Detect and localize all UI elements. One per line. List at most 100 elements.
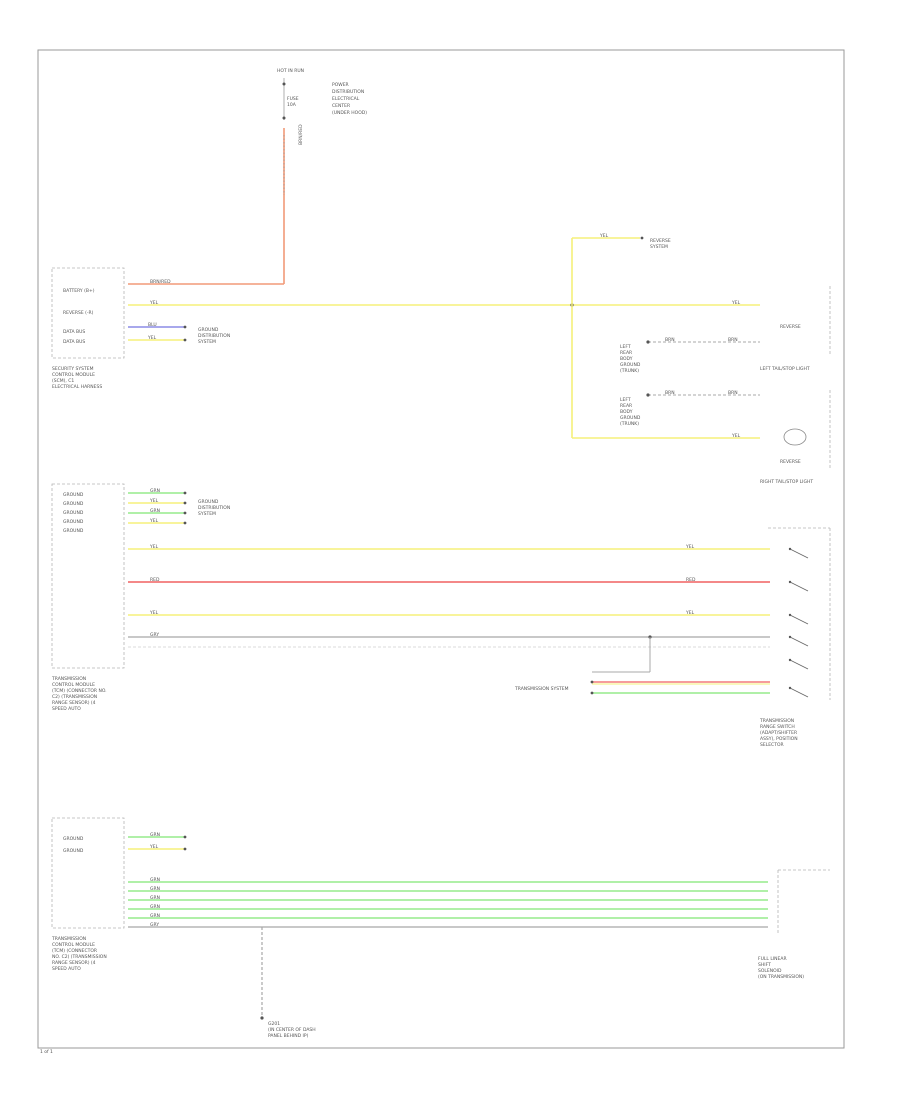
tcm2-module: GROUND GROUND TRANSMISSION CONTROL MODUL… bbox=[51, 817, 125, 972]
reverse-system-label-1: REVERSE bbox=[650, 238, 671, 244]
right-ground-4: GROUND bbox=[620, 415, 641, 421]
tcm2-caption-3: NO. C2) (TRANSMISSION bbox=[52, 954, 107, 960]
left-ground-2: REAR bbox=[620, 350, 632, 356]
reverse-system-end bbox=[640, 236, 644, 240]
tcm2-caption-4: RANGE SENSOR) (4 bbox=[52, 960, 96, 966]
left-ground-dot bbox=[646, 340, 650, 344]
left-tail-label: LEFT TAIL/STOP LIGHT bbox=[760, 366, 810, 372]
pdc-label-3: ELECTRICAL bbox=[332, 96, 360, 102]
sw-blade-2 bbox=[789, 581, 809, 592]
wire-label-reverse: YEL bbox=[149, 300, 159, 306]
tcm-stub-label-0: GRN bbox=[150, 488, 160, 494]
trs-label-1: RANGE SWITCH bbox=[760, 724, 795, 730]
trs-label-2: (ADAPT/SHIFTER bbox=[760, 730, 797, 736]
solenoid-label-1: SHIFT bbox=[758, 962, 771, 968]
ref-ground-1: GROUND bbox=[198, 327, 219, 333]
ref-ground-2: DISTRIBUTION bbox=[198, 333, 230, 339]
reverse-lamp-1: REVERSE bbox=[780, 324, 801, 330]
ground-point bbox=[260, 1016, 264, 1020]
fuse-terminal-top bbox=[282, 82, 286, 86]
bus-end-2 bbox=[183, 338, 187, 342]
trans-system-label: TRANSMISSION SYSTEM bbox=[514, 686, 569, 692]
wire-label-brn-4: BRN bbox=[728, 390, 738, 396]
fuse-line-2: 10A bbox=[287, 102, 297, 108]
tcm2-module-box bbox=[51, 817, 125, 929]
pdc-label-4: CENTER bbox=[332, 103, 350, 109]
wire-label-blu: BLU bbox=[148, 322, 157, 328]
sw-blade-6 bbox=[789, 687, 809, 698]
right-ground-2: REAR bbox=[620, 403, 632, 409]
right-ground-dot bbox=[646, 393, 650, 397]
left-ground-5: (TRUNK) bbox=[620, 368, 639, 374]
sw-blade-1 bbox=[789, 548, 809, 559]
reverse-lamp-2: REVERSE bbox=[780, 459, 801, 465]
tcm2-row-0: GROUND bbox=[63, 836, 84, 842]
tcm-stub-label-1: YEL bbox=[149, 498, 159, 504]
pdc-label-5: (UNDER HOOD) bbox=[332, 110, 367, 116]
wire-tcm-gry-label: GRY bbox=[150, 632, 159, 638]
wire-label-vertical: BRN/RED bbox=[298, 124, 304, 145]
scm-row-1: REVERSE (-R) bbox=[63, 310, 94, 316]
wire-label-battery: BRN/RED bbox=[150, 279, 171, 285]
tcm-caption-4: RANGE SENSOR) (4 bbox=[52, 700, 96, 706]
scm-row-0: BATTERY (B+) bbox=[63, 288, 95, 294]
tcm-ref-2: DISTRIBUTION bbox=[198, 505, 230, 511]
solenoid-label-3: (ON TRANSMISSION) bbox=[758, 974, 804, 980]
pdc-label-2: DISTRIBUTION bbox=[332, 89, 364, 95]
wire-label-yel-bottom: YEL bbox=[731, 433, 741, 439]
trs-label-3: ASSY), POSITION bbox=[760, 736, 798, 742]
tcm2-caption-2: (TCM) (CONNECTOR bbox=[52, 948, 97, 954]
wire-tcm-yel-1-label: YEL bbox=[149, 544, 159, 550]
sw-blade-3 bbox=[789, 614, 809, 625]
tcm2-row-1: GROUND bbox=[63, 848, 84, 854]
ref-ground-3: SYSTEM bbox=[198, 339, 216, 345]
reverse-system-label-2: SYSTEM bbox=[650, 244, 668, 250]
tcm-caption-3: C2) (TRANSMISSION bbox=[52, 694, 97, 700]
sw-blade-5 bbox=[789, 659, 809, 670]
sol-label-1: GRN bbox=[150, 886, 160, 892]
wire-label-brn-2: BRN bbox=[728, 337, 738, 343]
tcm2-stub-label-0: GRN bbox=[150, 832, 160, 838]
tcm-row-0: GROUND bbox=[63, 492, 84, 498]
footer-code: 1 of 1 bbox=[40, 1049, 53, 1055]
tcm-row-2: GROUND bbox=[63, 510, 84, 516]
tcm2-stub-label-1: YEL bbox=[149, 844, 159, 850]
wire-label-reverse-right: YEL bbox=[731, 300, 741, 306]
ground-label-2: PANEL BEHIND IP) bbox=[268, 1033, 309, 1039]
wire-tcm-yel-2-label-r: YEL bbox=[685, 610, 695, 616]
fuse-title: HOT IN RUN bbox=[277, 68, 304, 74]
tcm2-stub-dot-1 bbox=[183, 847, 187, 851]
tcm-stub-dot-2 bbox=[183, 511, 187, 515]
diagram-frame bbox=[37, 49, 845, 1049]
pdc-label-1: POWER bbox=[332, 82, 349, 88]
tcm-stub-dot-3 bbox=[183, 521, 187, 525]
sw-blade-4 bbox=[789, 636, 809, 647]
tcm-row-1: GROUND bbox=[63, 501, 84, 507]
trans-dot-2 bbox=[590, 691, 594, 695]
left-ground-3: BODY bbox=[620, 356, 633, 362]
tcm-row-3: GROUND bbox=[63, 519, 84, 525]
tcm-stub-label-2: GRN bbox=[150, 508, 160, 514]
right-ground-1: LEFT bbox=[620, 397, 631, 403]
tcm-stub-dot-1 bbox=[183, 501, 187, 505]
tcm2-caption-5: SPEED AUTO bbox=[52, 966, 81, 972]
solenoid-label-0: FULL LINEAR bbox=[758, 956, 787, 962]
scm-row-2: DATA BUS bbox=[63, 329, 85, 335]
security-module: BATTERY (B+) REVERSE (-R) DATA BUS DATA … bbox=[51, 267, 125, 390]
sol-label-3: GRN bbox=[150, 904, 160, 910]
tcm2-caption-1: CONTROL MODULE bbox=[52, 942, 95, 948]
ground-label-0: G201 bbox=[268, 1021, 280, 1027]
scm-caption-0: SECURITY SYSTEM bbox=[52, 366, 94, 372]
reverse-bulb-icon bbox=[783, 428, 807, 446]
fuse-terminal-bottom bbox=[282, 116, 286, 120]
right-ground-3: BODY bbox=[620, 409, 633, 415]
tcm2-stub-dot-0 bbox=[183, 835, 187, 839]
left-ground-1: LEFT bbox=[620, 344, 631, 350]
tcm-caption-5: SPEED AUTO bbox=[52, 706, 81, 712]
tcm-caption-2: (TCM) (CONNECTOR NO. bbox=[52, 688, 107, 694]
fuse-group: HOT IN RUN FUSE 10A POWER DISTRIBUTION E… bbox=[277, 68, 367, 284]
tcm-module-box bbox=[51, 483, 125, 669]
tcm-ref-1: GROUND bbox=[198, 499, 219, 505]
trans-dot-1 bbox=[590, 680, 594, 684]
